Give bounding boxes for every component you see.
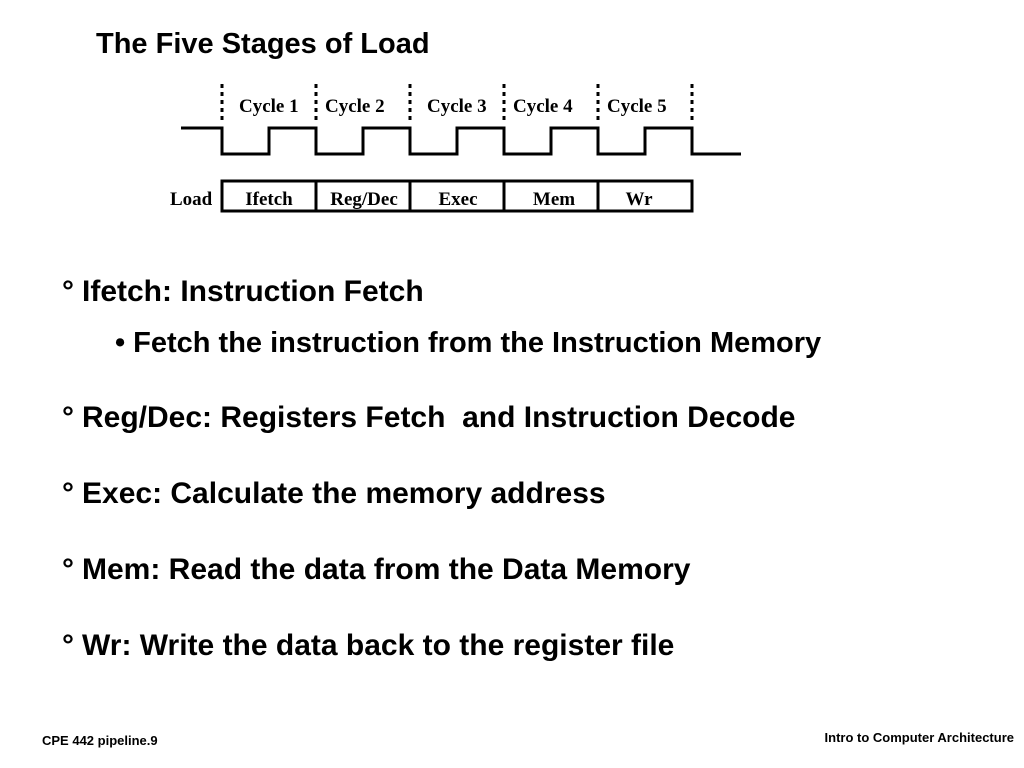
cycle-boundaries xyxy=(220,84,694,122)
bullet-exec: °Exec: Calculate the memory address xyxy=(62,476,606,512)
stage-label: Reg/Dec xyxy=(330,189,398,210)
bullet-text: Fetch the instruction from the Instructi… xyxy=(133,327,822,359)
cycle-label: Cycle 1 xyxy=(239,96,299,117)
cycle-label: Cycle 5 xyxy=(607,96,667,117)
bullet-mem: °Mem: Read the data from the Data Memory xyxy=(62,552,690,588)
stage-label: Wr xyxy=(625,189,653,210)
cycle-label: Cycle 3 xyxy=(427,96,487,117)
bullet-regdec: °Reg/Dec: Registers Fetch and Instructio… xyxy=(62,400,795,436)
footer-course-label: CPE 442 pipeline.9 xyxy=(42,733,158,748)
bullet-text: Wr: Write the data back to the register … xyxy=(82,629,675,662)
bullet-marker: ° xyxy=(62,553,74,586)
bullet-wr: °Wr: Write the data back to the register… xyxy=(62,628,674,664)
bullet-marker: ° xyxy=(62,629,74,662)
bullet-marker: ° xyxy=(62,401,74,434)
bullet-text: Mem: Read the data from the Data Memory xyxy=(82,553,691,586)
bullet-ifetch: °Ifetch: Instruction Fetch xyxy=(62,274,424,310)
slide-title: The Five Stages of Load xyxy=(96,28,430,60)
bullet-marker: ° xyxy=(62,477,74,510)
bullet-marker: ° xyxy=(62,275,74,308)
cycle-label: Cycle 2 xyxy=(325,96,385,117)
stage-label: Mem xyxy=(533,189,575,210)
stage-labels: Ifetch Reg/Dec Exec Mem Wr xyxy=(245,189,653,210)
sub-bullet-fetch-instruction: •Fetch the instruction from the Instruct… xyxy=(115,325,821,361)
cycle-labels: Cycle 1 Cycle 2 Cycle 3 Cycle 4 Cycle 5 xyxy=(239,96,667,117)
bullet-text: Reg/Dec: Registers Fetch and Instruction… xyxy=(82,401,796,434)
clock-waveform xyxy=(181,126,741,156)
stage-box-wr xyxy=(596,179,694,213)
bullet-marker: • xyxy=(115,327,126,359)
stage-label: Ifetch xyxy=(245,189,293,210)
stage-boxes xyxy=(220,179,694,213)
bullet-text: Exec: Calculate the memory address xyxy=(82,477,606,510)
row-label-load: Load xyxy=(170,189,213,210)
cycle-label: Cycle 4 xyxy=(513,96,573,117)
load-stages-timing-diagram: Cycle 1 Cycle 2 Cycle 3 Cycle 4 Cycle 5 … xyxy=(170,84,741,213)
stage-label: Exec xyxy=(438,189,477,210)
footer-course-title: Intro to Computer Architecture xyxy=(824,730,1014,745)
bullet-text: Ifetch: Instruction Fetch xyxy=(82,275,424,308)
